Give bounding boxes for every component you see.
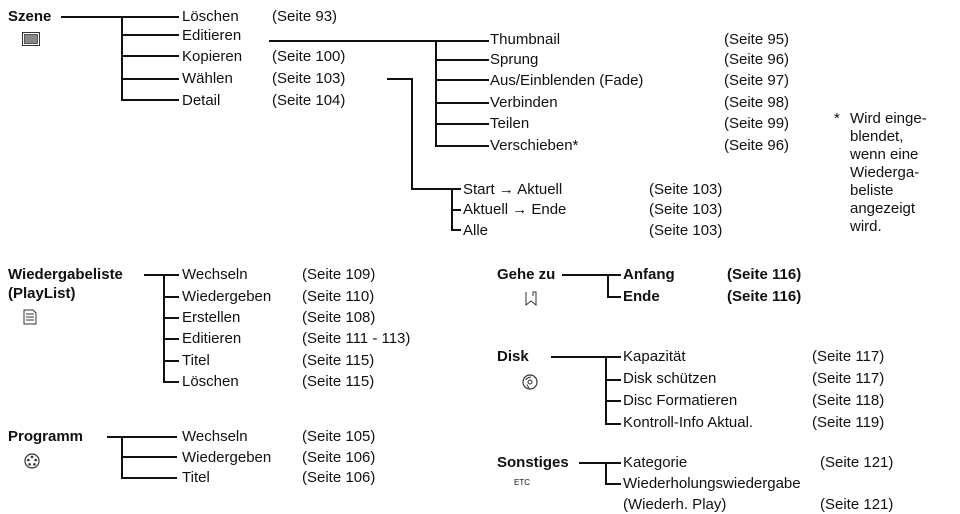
gehezu-item-ende: Ende [623,288,660,305]
szene-item-detail: Detail [182,92,221,109]
disk-item-schuetzen-page: (Seite 117) [812,370,885,387]
select-item-aktuell-ende-page: (Seite 103) [649,201,723,218]
gehezu-item-anfang-page: (Seite 116) [727,266,802,283]
footnote-line: blendet, [850,128,904,145]
disk-item-kapazitaet-page: (Seite 117) [812,348,885,365]
edit-item-verschieben-page: (Seite 96) [724,137,790,154]
disc-icon [522,374,538,390]
programm-item-wiedergeben-page: (Seite 106) [302,449,376,466]
disk-item-schuetzen: Disk schützen [623,370,717,387]
gehezu-item-ende-page: (Seite 116) [727,288,802,305]
sonstiges-item-wiederh-play: (Wiederh. Play) [623,496,727,513]
disk-item-formatieren-page: (Seite 118) [812,392,885,409]
szene-title: Szene [8,8,52,25]
playlist-item-loeschen: Löschen [182,373,239,390]
select-item-start-aktuell-page: (Seite 103) [649,181,723,198]
playlist-subtitle: (PlayList) [8,285,76,302]
footnote-line: Wiederga- [850,164,920,181]
playlist-icon [23,309,37,325]
szene-item-loeschen: Löschen [182,8,239,25]
programm-item-wiedergeben: Wiedergeben [182,449,272,466]
programm-item-titel: Titel [182,469,210,486]
sonstiges-item-kategorie: Kategorie [623,454,688,471]
szene-item-detail-page: (Seite 104) [272,92,346,109]
select-item-alle: Alle [463,222,489,239]
edit-item-verbinden: Verbinden [490,94,558,111]
playlist-item-wiedergeben-page: (Seite 110) [302,288,375,305]
sonstiges-item-wiederholung: Wiederholungswiedergabe [623,475,801,492]
edit-item-verbinden-page: (Seite 98) [724,94,790,111]
playlist-item-wechseln-page: (Seite 109) [302,266,376,283]
playlist-item-erstellen-page: (Seite 108) [302,309,376,326]
programm-title: Programm [8,428,84,445]
select-item-alle-page: (Seite 103) [649,222,723,239]
playlist-item-titel-page: (Seite 115) [302,352,375,369]
edit-item-verschieben: Verschieben* [490,137,579,154]
edit-item-teilen-page: (Seite 99) [724,115,790,132]
programm-item-wechseln-page: (Seite 105) [302,428,376,445]
footnote-line: beliste [850,182,894,199]
szene-item-waehlen: Wählen [182,70,233,87]
playlist-item-editieren-page: (Seite 111 - 113) [302,330,411,347]
szene-item-waehlen-page: (Seite 103) [272,70,346,87]
szene-item-editieren: Editieren [182,27,242,44]
edit-item-thumbnail: Thumbnail [490,31,561,48]
disk-item-kontroll-info: Kontroll-Info Aktual. [623,414,754,431]
select-item-start-aktuell: Start → Aktuell [463,181,563,198]
footnote-marker: * [834,110,840,127]
edit-item-fade-page: (Seite 97) [724,72,790,89]
playlist-item-erstellen: Erstellen [182,309,241,326]
goto-bookmark-icon [525,291,537,306]
edit-item-sprung-page: (Seite 96) [724,51,790,68]
edit-item-thumbnail-page: (Seite 95) [724,31,790,48]
footnote-line: wird. [850,218,882,235]
playlist-item-loeschen-page: (Seite 115) [302,373,375,390]
playlist-item-editieren: Editieren [182,330,242,347]
edit-item-sprung: Sprung [490,51,539,68]
disk-item-kontroll-info-page: (Seite 119) [812,414,885,431]
disk-item-kapazitaet: Kapazität [623,348,686,365]
szene-item-kopieren: Kopieren [182,48,243,65]
playlist-title: Wiedergabeliste [8,266,123,283]
playlist-item-titel: Titel [182,352,210,369]
disk-item-formatieren: Disc Formatieren [623,392,738,409]
sonstiges-item-wiederh-play-page: (Seite 121) [820,496,894,513]
szene-item-kopieren-page: (Seite 100) [272,48,346,65]
scene-film-icon [22,32,40,46]
playlist-item-wiedergeben: Wiedergeben [182,288,272,305]
program-icon [24,453,40,469]
etc-icon: ETC [514,478,530,487]
playlist-item-wechseln: Wechseln [182,266,248,283]
footnote-line: angezeigt [850,200,916,217]
sonstiges-title: Sonstiges [497,454,569,471]
programm-item-wechseln: Wechseln [182,428,248,445]
footnote-line: Wird einge- [850,110,927,127]
gehezu-item-anfang: Anfang [623,266,675,283]
disk-title: Disk [497,348,529,365]
select-item-aktuell-ende: Aktuell → Ende [463,201,567,218]
gehezu-title: Gehe zu [497,266,556,283]
edit-item-teilen: Teilen [490,115,530,132]
footnote-line: wenn eine [850,146,919,163]
programm-item-titel-page: (Seite 106) [302,469,376,486]
sonstiges-item-kategorie-page: (Seite 121) [820,454,894,471]
edit-item-fade: Aus/Einblenden (Fade) [490,72,644,89]
szene-item-loeschen-page: (Seite 93) [272,8,338,25]
